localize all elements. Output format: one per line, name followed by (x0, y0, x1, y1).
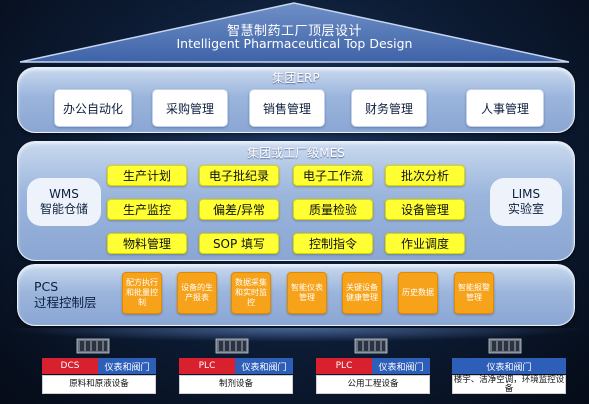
roof-shape (19, 2, 570, 63)
plc-controller-icon-1 (215, 338, 249, 354)
plc-tag-1[interactable]: PLC (179, 358, 235, 374)
lims-sublabel: 实验室 (507, 202, 544, 216)
mes-item-equipment-management[interactable]: 设备管理 (385, 199, 465, 220)
pcs-label: PCS 过程控制层 (34, 279, 97, 311)
pcs-item-recipe-batch-control[interactable]: 配方执行和批量控制 (122, 272, 162, 314)
mes-item-control-instruction[interactable]: 控制指令 (293, 233, 373, 254)
equipment-label-3: 公用工程设备 (316, 375, 430, 394)
pcs-item-alarm-management[interactable]: 智能报警管理 (454, 272, 494, 314)
instrument-tag-3[interactable]: 仪表和阀门 (372, 358, 430, 374)
plc-controller-icon-2 (354, 338, 388, 354)
pcs-item-historical-data[interactable]: 历史数据 (398, 272, 438, 314)
mes-title: 集团或工厂级MES (247, 146, 345, 160)
wms-label: WMS (49, 187, 79, 201)
pcs-item-production-report[interactable]: 设备的生产报表 (177, 272, 217, 314)
equipment-label-2: 制剂设备 (179, 375, 293, 394)
mes-item-deviation[interactable]: 偏差/异常 (199, 199, 279, 220)
title-en: Intelligent Pharmaceutical Top Design (176, 36, 413, 51)
dcs-tag[interactable]: DCS (42, 358, 98, 374)
mes-item-quality-inspection[interactable]: 质量检验 (293, 199, 373, 220)
title-zh: 智慧制药工厂顶层设计 (226, 24, 362, 39)
mes-item-production-monitoring[interactable]: 生产监控 (107, 199, 187, 220)
lims-label: LIMS (511, 187, 541, 201)
pcs-item-data-acquisition[interactable]: 数据采集和实时监控 (231, 272, 271, 314)
erp-item-sales[interactable]: 销售管理 (249, 89, 325, 127)
mes-item-material-management[interactable]: 物料管理 (107, 233, 187, 254)
pcs-item-instrument-management[interactable]: 智能仪表管理 (287, 272, 327, 314)
mes-item-electronic-batch-record[interactable]: 电子批纪录 (199, 165, 279, 186)
mes-item-electronic-workflow[interactable]: 电子工作流 (293, 165, 373, 186)
mes-item-job-scheduling[interactable]: 作业调度 (385, 233, 465, 254)
mes-item-production-plan[interactable]: 生产计划 (107, 165, 187, 186)
building-controller-icon (488, 338, 522, 354)
erp-item-finance[interactable]: 财务管理 (351, 89, 427, 127)
erp-item-office-automation[interactable]: 办公自动化 (54, 89, 132, 127)
equipment-label-4: 楼宇、洁净空调，环境监控设备 (452, 374, 566, 394)
dcs-controller-icon (76, 338, 110, 354)
erp-item-hr[interactable]: 人事管理 (466, 89, 544, 127)
mes-item-batch-analysis[interactable]: 批次分析 (385, 165, 465, 186)
erp-item-procurement[interactable]: 采购管理 (152, 89, 228, 127)
instrument-tag-4[interactable]: 仪表和阀门 (452, 358, 566, 374)
erp-title: 集团ERP (272, 71, 320, 85)
floor-glow (0, 328, 589, 342)
pcs-label-line2: 过程控制层 (34, 295, 97, 310)
equipment-label-1: 原料和原液设备 (42, 375, 156, 394)
plc-tag-2[interactable]: PLC (316, 358, 372, 374)
wms-sublabel: 智能仓储 (39, 202, 88, 216)
instrument-tag-1[interactable]: 仪表和阀门 (98, 358, 156, 374)
pcs-label-line1: PCS (34, 279, 59, 294)
instrument-tag-2[interactable]: 仪表和阀门 (235, 358, 293, 374)
pcs-item-equipment-health[interactable]: 关键设备健康管理 (342, 272, 382, 314)
mes-item-sop[interactable]: SOP 填写 (199, 233, 279, 254)
